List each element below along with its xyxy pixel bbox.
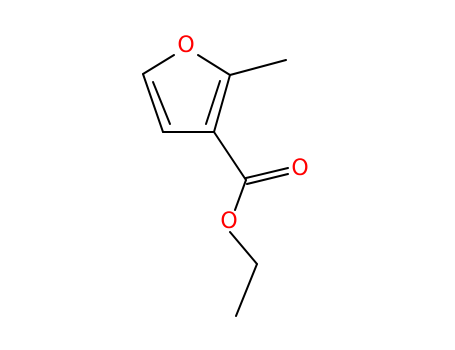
bond-c5-c4-outer: [142, 73, 164, 133]
bond-c3-c2-inner: [205, 80, 221, 125]
ester-oxygen-label: O: [220, 209, 237, 234]
bonds: [142, 54, 289, 317]
bond-ring-o-c5: [142, 54, 175, 75]
bond-c3-carboxyl: [213, 131, 247, 181]
bond-c3-c2-outer: [213, 74, 231, 133]
bond-carbonyl-1: [245, 167, 289, 179]
ring-oxygen-label: O: [177, 33, 194, 58]
bond-ring-o-c2: [197, 54, 231, 76]
bond-carboxyl-ester-o: [234, 179, 247, 211]
bond-ch2-ch3: [235, 263, 258, 317]
bond-ester-o-ch2: [229, 231, 258, 265]
bond-carbonyl-2: [246, 173, 289, 185]
bond-c5-c4-inner: [152, 81, 171, 125]
carbonyl-oxygen-label: O: [291, 156, 308, 181]
bond-c2-methyl: [229, 59, 287, 76]
